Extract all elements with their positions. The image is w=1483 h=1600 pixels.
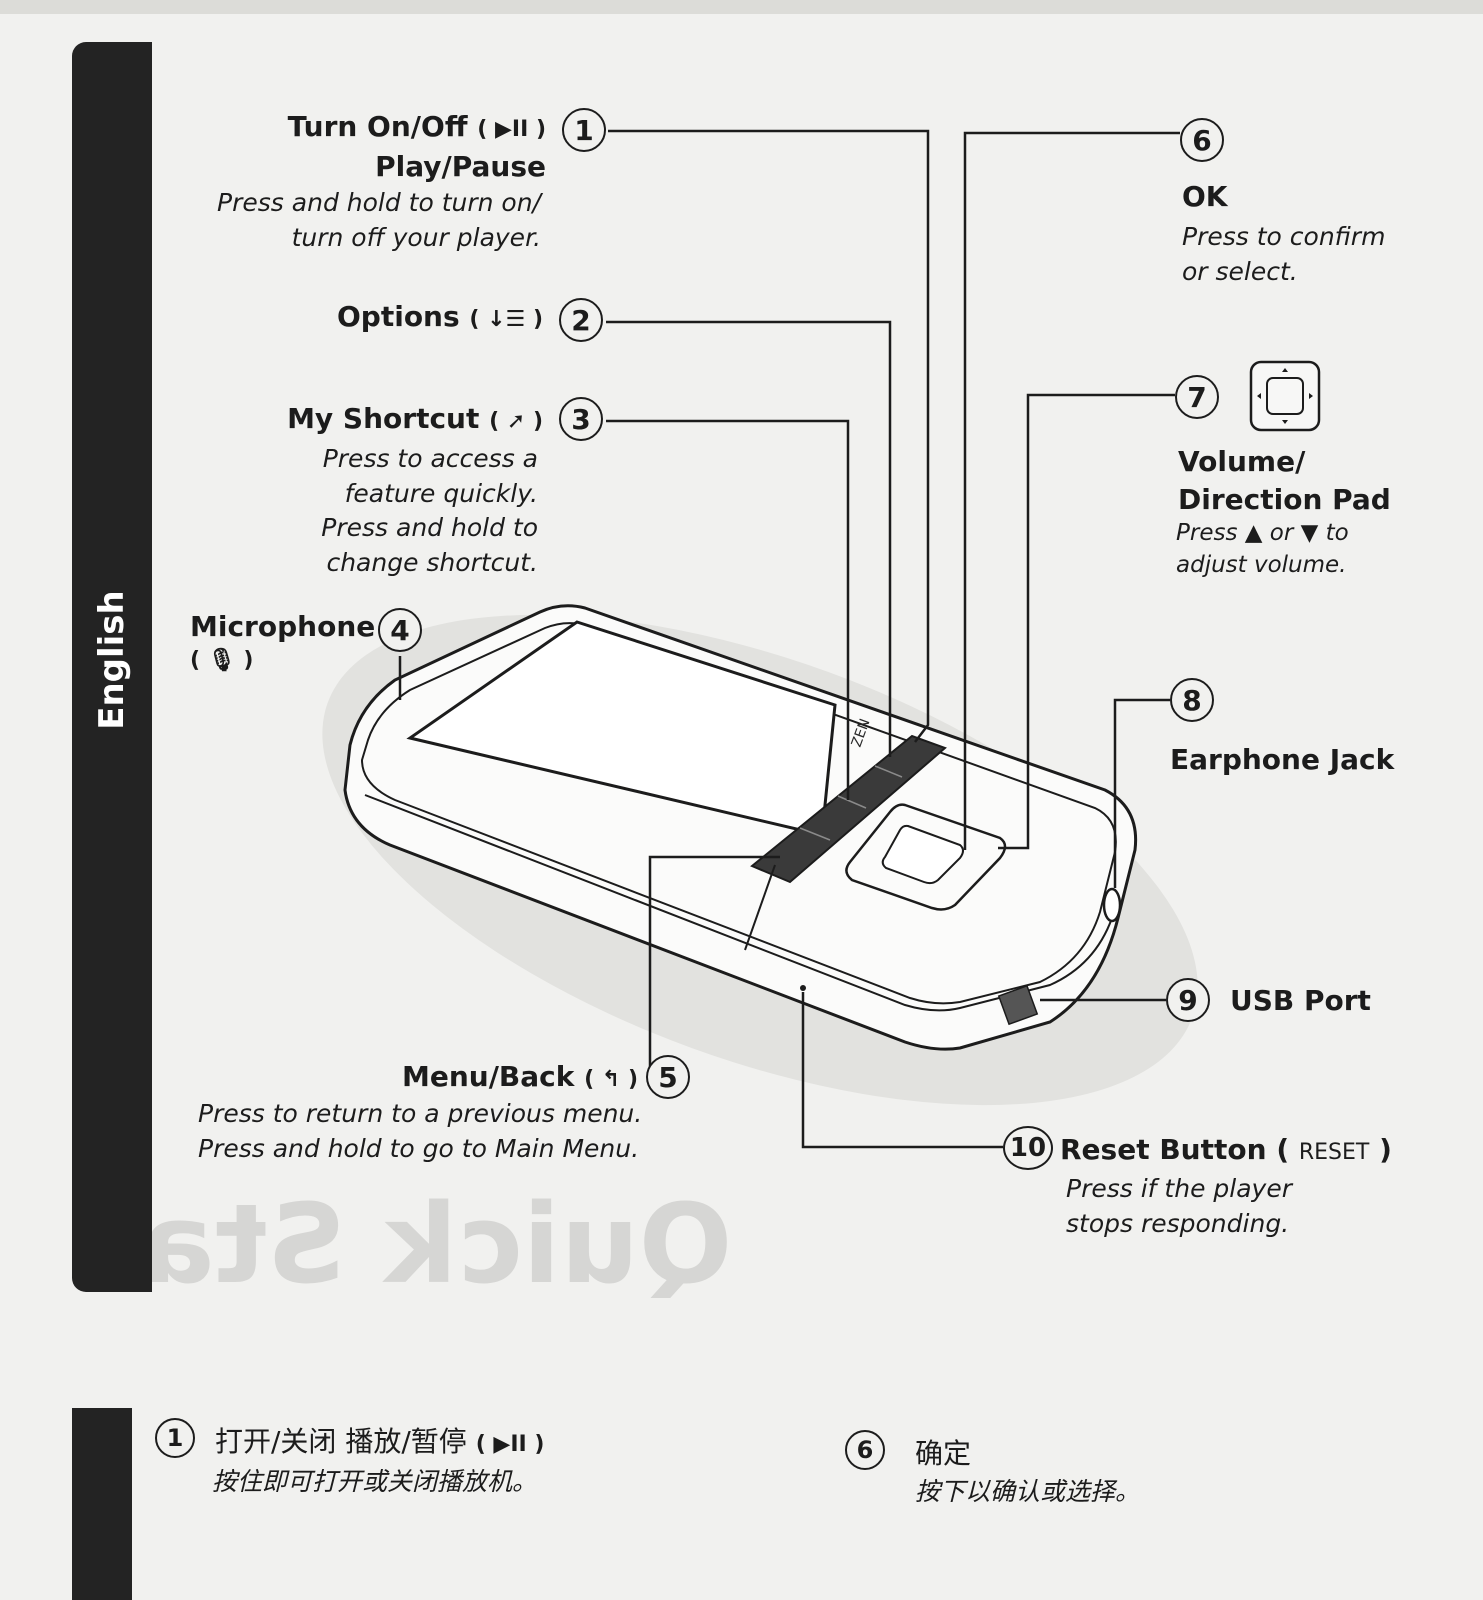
callout-number-5: 5: [646, 1055, 690, 1099]
reset-button-desc: Press if the player stops responding.: [1066, 1174, 1292, 1238]
cn-ok-title: 确定: [915, 1437, 972, 1470]
my-shortcut-desc: Press to access a feature quickly. Press…: [321, 444, 538, 577]
options-title: Options ( ↓☰ ): [336, 300, 543, 333]
cn-play-pause-icon: ▶II: [493, 1432, 527, 1457]
cn-turn-on-off-desc: 按住即可打开或关闭播放机。: [212, 1467, 538, 1496]
callout-number-9: 9: [1166, 978, 1210, 1022]
cn-turn-on-off-title: 打开/关闭 播放/暂停 ( ▶II ): [215, 1425, 545, 1458]
menu-back-desc: Press to return to a previous menu. Pres…: [198, 1099, 643, 1163]
microphone-title: Microphone: [190, 610, 376, 643]
callout-number-1: 1: [562, 108, 606, 152]
cn-callout-number-6: 6: [845, 1430, 885, 1470]
callout-number-3: 3: [559, 397, 603, 441]
turn-on-off-title: Turn On/Off ( ▶II ): [287, 110, 546, 143]
top-page-edge: [0, 0, 1483, 14]
language-tab: [72, 42, 152, 1292]
earphone-jack-title: Earphone Jack: [1170, 743, 1395, 776]
player-body: [343, 604, 1138, 1051]
cn-ok-desc: 按下以确认或选择。: [915, 1477, 1141, 1506]
back-arrow-icon: ↰: [601, 1067, 621, 1092]
direction-pad-icon: [1249, 360, 1321, 432]
leader-lines: [398, 129, 1180, 1149]
microphone-icon-label: ( 🎙 ): [190, 648, 254, 673]
reset-button-title: Reset Button ( RESET ): [1060, 1133, 1392, 1166]
callout-number-7: 7: [1175, 375, 1219, 419]
callout-number-2: 2: [559, 298, 603, 342]
language-tab-lower: [72, 1408, 132, 1600]
menu-back-title: Menu/Back ( ↰ ): [401, 1060, 638, 1093]
turn-on-off-desc: Press and hold to turn on/ turn off your…: [217, 188, 541, 252]
volume-direction-pad-desc: Press ▲ or ▼ to adjust volume.: [1176, 520, 1349, 578]
volume-direction-pad-title: Volume/ Direction Pad: [1178, 445, 1391, 516]
my-shortcut-title: My Shortcut ( ➚ ): [287, 402, 543, 435]
ok-title: OK: [1182, 180, 1228, 213]
callout-number-6: 6: [1180, 118, 1224, 162]
shortcut-icon: ➚: [506, 409, 526, 434]
ok-desc: Press to confirm or select.: [1182, 222, 1386, 286]
cn-callout-number-1: 1: [155, 1418, 195, 1458]
options-icon: ↓☰: [487, 307, 526, 332]
callout-number-8: 8: [1170, 678, 1214, 722]
reset-label: RESET: [1298, 1140, 1370, 1165]
callout-number-10: 10: [1003, 1126, 1053, 1170]
usb-port-title: USB Port: [1230, 984, 1371, 1017]
microphone-icon: 🎙: [207, 648, 236, 673]
callout-number-4: 4: [378, 608, 422, 652]
play-pause-icon: ▶II: [494, 117, 529, 142]
play-pause-title: Play/Pause: [375, 150, 546, 183]
